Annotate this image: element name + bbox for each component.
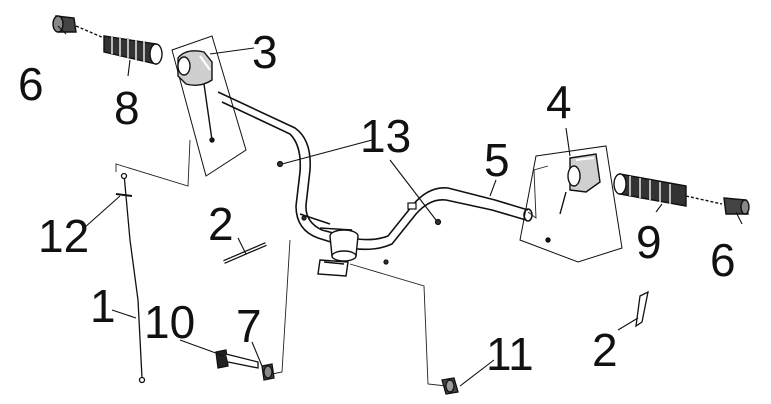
callout-2-left: 2 [208,198,234,250]
right-grip [613,173,723,207]
left-grip [103,35,163,65]
callout-13: 13 [360,110,411,162]
bolt-10 [215,349,259,369]
callout-labels: 6 8 3 13 4 5 12 2 9 6 1 10 7 11 2 [18,26,736,380]
assembly-guide-lines [115,139,549,387]
callout-5: 5 [484,134,510,186]
callout-3: 3 [252,26,278,78]
callout-12: 12 [38,210,89,262]
screw-13 [276,160,442,265]
nut-7 [261,363,275,381]
callout-8: 8 [114,82,140,134]
stem-clamp [317,229,359,277]
callout-9: 9 [636,216,662,268]
callout-6-left: 6 [18,58,44,110]
callout-10: 10 [144,296,195,348]
right-switch-housing [545,153,601,243]
callout-2-right: 2 [592,324,618,376]
leader-lines [57,25,743,387]
pin-2-right [635,290,649,328]
left-switch-housing [177,50,215,143]
callout-4: 4 [546,76,572,128]
right-switch-box [519,145,623,263]
left-switch-box [171,35,247,177]
left-bar-end [52,15,105,39]
callout-11: 11 [486,328,534,380]
callout-7: 7 [236,300,262,352]
callout-6-right: 6 [710,234,736,286]
callout-1: 1 [90,280,116,332]
right-bar-end [723,197,750,215]
cable-1 [115,172,146,384]
